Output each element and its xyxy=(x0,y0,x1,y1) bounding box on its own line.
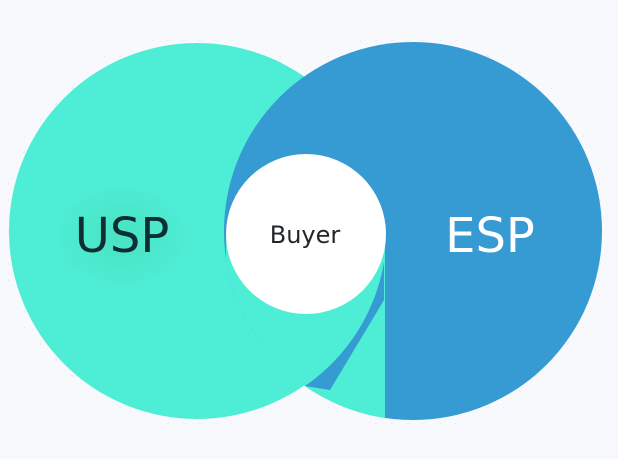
buyer-label: Buyer xyxy=(270,221,341,249)
usp-label: USP xyxy=(75,208,170,264)
usp-glow xyxy=(50,181,194,291)
esp-label: ESP xyxy=(445,208,535,264)
esp-lower-edge xyxy=(305,262,384,390)
buyer-circle xyxy=(226,154,386,314)
